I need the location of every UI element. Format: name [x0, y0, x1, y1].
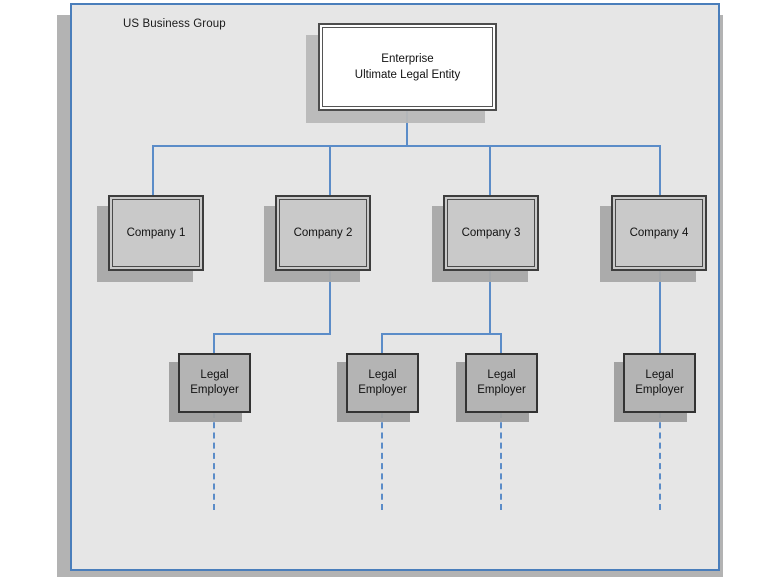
- node-label: Company 4: [629, 226, 689, 239]
- node-body: Legal Employer: [346, 353, 419, 413]
- connector-drop-company-4: [659, 145, 661, 197]
- connector-drop-company-2: [329, 145, 331, 197]
- connector-company4-stem: [659, 271, 661, 355]
- node-label: Company 3: [461, 226, 521, 239]
- node-label: Legal Employer: [477, 369, 526, 396]
- node-body: Enterprise Ultimate Legal Entity: [318, 23, 497, 111]
- connector-company2-stem: [329, 271, 331, 335]
- continuation-dashes-employer-4: [659, 412, 661, 510]
- node-label: Legal Employer: [190, 369, 239, 396]
- connector-drop-employer-1: [213, 333, 215, 355]
- node-body: Company 4: [611, 195, 707, 271]
- node-company-3[interactable]: Company 3: [432, 195, 539, 282]
- node-company-2[interactable]: Company 2: [264, 195, 371, 282]
- node-label: Legal Employer: [635, 369, 684, 396]
- node-company-4[interactable]: Company 4: [600, 195, 707, 282]
- node-body: Legal Employer: [465, 353, 538, 413]
- connector-company2-bus: [213, 333, 331, 335]
- continuation-dashes-employer-2: [381, 412, 383, 510]
- node-body: Company 1: [108, 195, 204, 271]
- group-title: US Business Group: [123, 18, 226, 30]
- node-body: Legal Employer: [623, 353, 696, 413]
- node-label: Company 1: [126, 226, 186, 239]
- connector-drop-employer-2: [381, 333, 383, 355]
- node-label: Legal Employer: [358, 369, 407, 396]
- connector-enterprise-stem: [406, 111, 408, 147]
- node-body: Legal Employer: [178, 353, 251, 413]
- node-body: Company 3: [443, 195, 539, 271]
- continuation-dashes-employer-1: [213, 412, 215, 510]
- node-label: Enterprise Ultimate Legal Entity: [354, 53, 461, 81]
- node-legal-employer-3[interactable]: Legal Employer: [456, 353, 538, 422]
- connector-company3-stem: [489, 271, 491, 335]
- node-company-1[interactable]: Company 1: [97, 195, 204, 282]
- node-legal-employer-2[interactable]: Legal Employer: [337, 353, 419, 422]
- connector-drop-employer-3: [500, 333, 502, 355]
- node-enterprise-ultimate-legal-entity[interactable]: Enterprise Ultimate Legal Entity: [306, 23, 497, 123]
- connector-drop-company-1: [152, 145, 154, 197]
- node-legal-employer-1[interactable]: Legal Employer: [169, 353, 251, 422]
- connector-company3-bus: [381, 333, 501, 335]
- connector-company-bus: [152, 145, 660, 147]
- node-label: Company 2: [293, 226, 353, 239]
- node-body: Company 2: [275, 195, 371, 271]
- node-legal-employer-4[interactable]: Legal Employer: [614, 353, 696, 422]
- continuation-dashes-employer-3: [500, 412, 502, 510]
- connector-drop-company-3: [489, 145, 491, 197]
